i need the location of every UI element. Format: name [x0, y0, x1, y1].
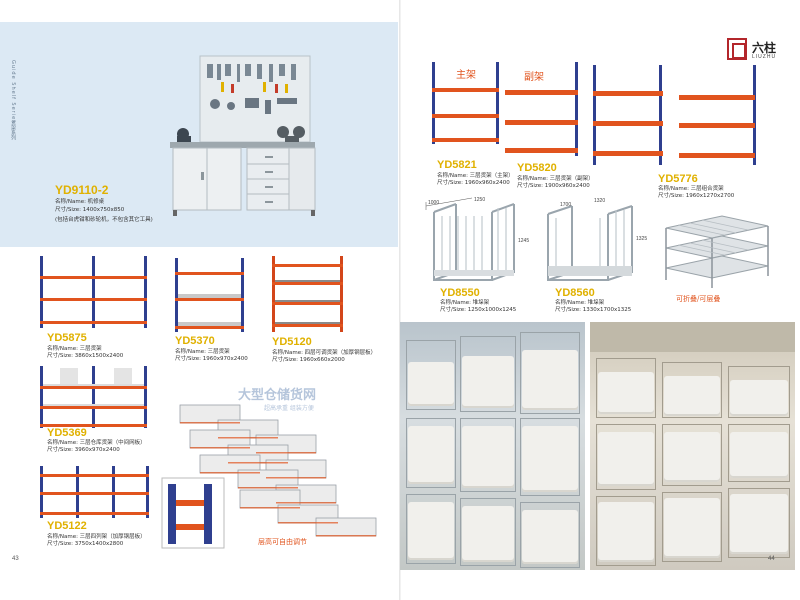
liuzhu-logo-icon — [727, 38, 747, 60]
model-yd8550: YD8550 — [440, 287, 480, 299]
page-number-right: 44 — [768, 556, 775, 562]
dim-8550-d: 1250 — [474, 197, 485, 203]
size-yd5776: 尺寸/Size: 1960x1270x2700 — [658, 193, 735, 199]
size-yd5370: 尺寸/Size: 1960x970x2400 — [175, 356, 248, 362]
model-yd5122: YD5122 — [47, 520, 87, 532]
label-sub-rack: 副架 — [524, 72, 544, 83]
name-yd5122: 名称/Name: 三层四列架（加厚钢层板） — [47, 534, 146, 540]
book-spine — [399, 0, 401, 600]
warehouse-layout-image — [161, 404, 377, 549]
rack-image-yd5120 — [272, 256, 346, 332]
foldable-rack-image — [665, 215, 769, 288]
name-yd5120: 名称/Name: 四层可调货架（加厚钢层板） — [272, 350, 377, 356]
size-yd5875: 尺寸/Size: 3860x1500x2400 — [47, 353, 124, 359]
hero-size: 尺寸/Size: 1400x750x850 — [55, 207, 125, 213]
watermark: 大型仓储货网 超高承重 组装方便 — [238, 384, 368, 424]
size-yd8560: 尺寸/Size: 1330x1700x1325 — [555, 307, 632, 313]
dim-8550-h: 1245 — [518, 238, 529, 244]
catalog-page-left: Guide Shelf Series 货架系列 YD9110-2 名称/Name… — [0, 22, 398, 562]
model-yd5776: YD5776 — [658, 173, 698, 185]
model-yd5369: YD5369 — [47, 427, 87, 439]
logo-text-cn: 六柱 — [752, 41, 777, 55]
logo-text-en: LIUZHU — [752, 54, 777, 60]
rack-image-yd5370 — [175, 258, 247, 332]
dim-8550-w: 1000 — [428, 200, 439, 206]
rack-image-yd5821 — [432, 62, 502, 144]
size-yd5122: 尺寸/Size: 3750x1400x2800 — [47, 541, 124, 547]
rack-image-yd5776 — [593, 65, 763, 165]
name-yd5370: 名称/Name: 三层货架 — [175, 349, 230, 355]
size-yd5120: 尺寸/Size: 1960x660x2000 — [272, 357, 345, 363]
name-yd5820: 名称/Name: 三层货架（副架） — [517, 176, 594, 182]
name-yd5821: 名称/Name: 三层货架（主架） — [437, 173, 514, 179]
watermark-sub: 超高承重 组装方便 — [264, 405, 314, 412]
stack-caption: 可折叠/可层叠 — [676, 295, 721, 303]
page-number-left: 43 — [12, 556, 19, 562]
dim-8560-w: 1700 — [560, 202, 571, 208]
rack-image-yd5122 — [40, 466, 150, 518]
rack-image-yd5820 — [505, 62, 580, 156]
size-yd5369: 尺寸/Size: 3960x970x2400 — [47, 447, 120, 453]
model-yd8560: YD8560 — [555, 287, 595, 299]
side-label-cn: 货架系列 — [10, 120, 16, 140]
model-yd5821: YD5821 — [437, 159, 477, 171]
watermark-main: 大型仓储货网 — [238, 388, 317, 403]
dim-8560-d: 1320 — [594, 198, 605, 204]
size-yd5821: 尺寸/Size: 1960x960x2400 — [437, 180, 510, 186]
layout-caption: 层高可自由调节 — [258, 538, 307, 546]
size-yd8550: 尺寸/Size: 1250x1000x1245 — [440, 307, 517, 313]
name-yd8550: 名称/Name: 堆垛架 — [440, 300, 490, 306]
rack-image-yd5875 — [40, 256, 152, 328]
hero-name: 名称/Name: 机修桌 — [55, 199, 105, 205]
warehouse-photo-right — [590, 322, 795, 570]
model-yd5120: YD5120 — [272, 336, 312, 348]
name-yd5776: 名称/Name: 三层组合货架 — [658, 186, 724, 192]
stacking-rack-image-yd8560: 1700 1320 1325 — [547, 198, 647, 281]
size-yd5820: 尺寸/Size: 1900x960x2400 — [517, 183, 590, 189]
name-yd5875: 名称/Name: 三层货架 — [47, 346, 102, 352]
label-main-rack: 主架 — [456, 70, 476, 81]
name-yd8560: 名称/Name: 堆垛架 — [555, 300, 605, 306]
side-label-en: Guide Shelf Series — [10, 60, 16, 124]
hero-note: (包括台虎钳和砂轮机，不包含其它工具) — [55, 217, 153, 223]
name-yd5369: 名称/Name: 三层仓库货架（中间网板） — [47, 440, 146, 446]
rack-image-yd5369 — [40, 366, 150, 428]
warehouse-photo-left — [400, 322, 585, 570]
stacking-rack-image-yd8550: 1000 1250 1245 — [425, 197, 529, 281]
model-yd5370: YD5370 — [175, 335, 215, 347]
dim-8560-h: 1325 — [636, 236, 647, 242]
hero-model: YD9110-2 — [55, 183, 109, 197]
model-yd5820: YD5820 — [517, 162, 557, 174]
workbench-image — [170, 55, 316, 216]
model-yd5875: YD5875 — [47, 332, 87, 344]
